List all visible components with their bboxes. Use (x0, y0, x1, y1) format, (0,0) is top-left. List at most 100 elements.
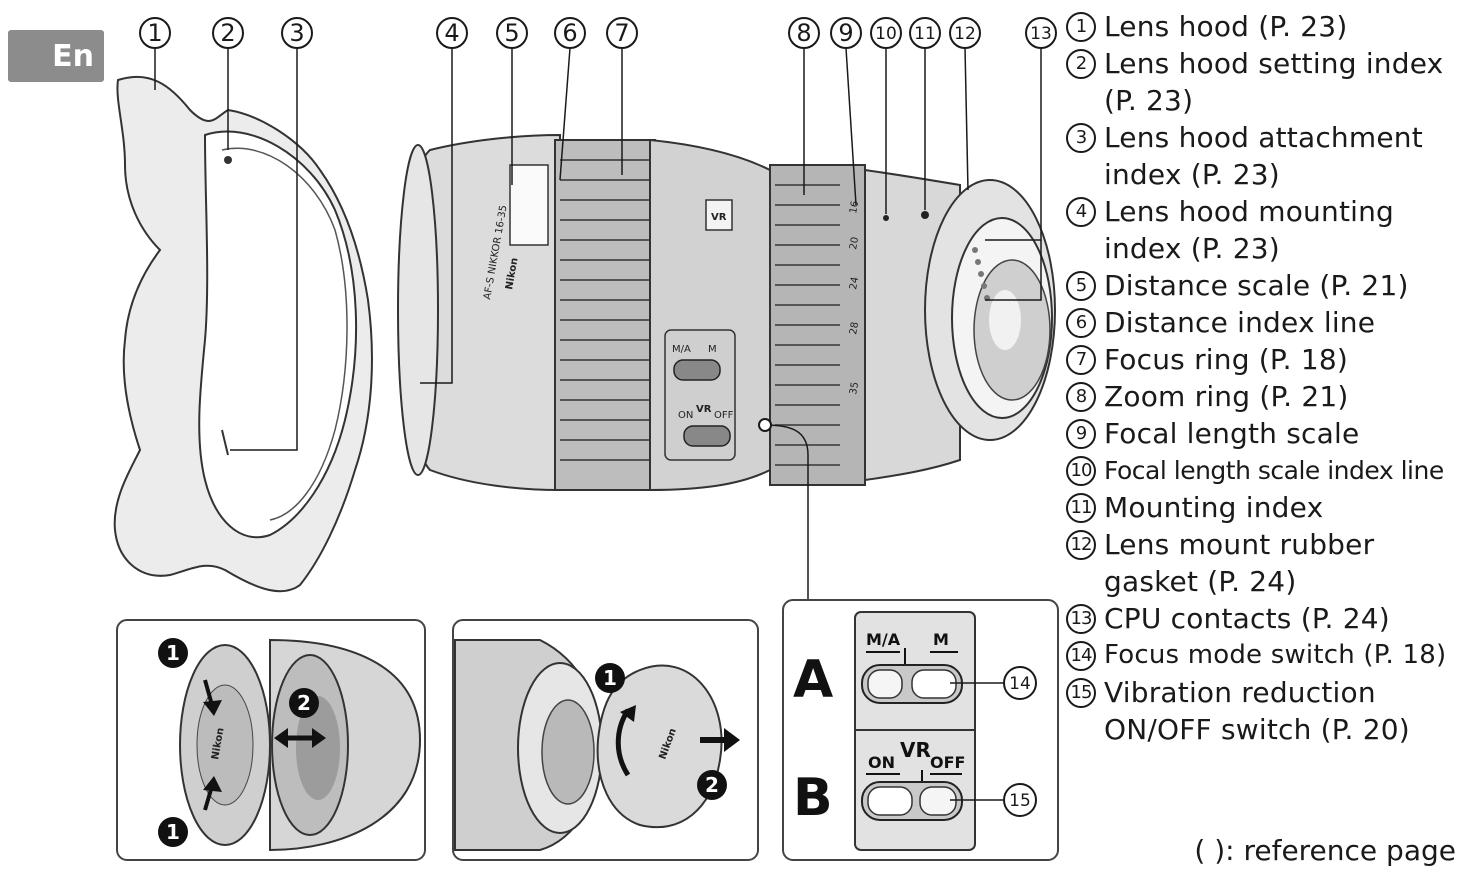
legend-text: CPU contacts (P. 24) (1104, 602, 1390, 635)
callout-3: 3 (281, 17, 313, 49)
svg-text:OFF: OFF (930, 753, 965, 772)
legend-number: 6 (1066, 308, 1096, 338)
legend-number: 13 (1066, 604, 1096, 634)
svg-text:M: M (933, 630, 949, 649)
callout-4: 4 (436, 17, 468, 49)
lens-hood (113, 75, 373, 593)
lens-leaders (420, 47, 1042, 605)
legend-item: 1 Lens hood (P. 23) (1066, 8, 1466, 45)
step-marker-2b: 2 (697, 770, 727, 800)
focal-index-dot (883, 215, 889, 221)
callout-9: 9 (830, 17, 862, 49)
svg-text:1: 1 (166, 641, 180, 665)
callout-6: 6 (554, 17, 586, 49)
svg-text:6: 6 (562, 19, 577, 47)
hood-attachment-index-mark (221, 429, 229, 456)
legend-item: 5 Distance scale (P. 21) (1066, 267, 1466, 304)
switch-detail-panel: A B M/A M VR ON OFF 14 15 (782, 599, 1059, 861)
legend-text: Lens mount rubber gasket (P. 24) (1104, 528, 1375, 598)
mounting-index-dot (921, 211, 929, 219)
legend-number: 7 (1066, 345, 1096, 375)
svg-text:1: 1 (166, 820, 180, 844)
legend-number: 12 (1066, 530, 1096, 560)
svg-text:VR: VR (696, 404, 712, 415)
svg-text:24: 24 (848, 276, 861, 290)
svg-text:ON: ON (678, 410, 693, 421)
svg-text:12: 12 (954, 24, 976, 44)
svg-text:28: 28 (848, 321, 861, 335)
switch-detail-marker (758, 418, 772, 432)
svg-text:M/A: M/A (866, 630, 901, 649)
legend-text: Focus ring (P. 18) (1104, 343, 1348, 376)
svg-text:A: A (793, 650, 833, 710)
callout-11: 11 (909, 17, 941, 49)
legend-number: 3 (1066, 123, 1096, 153)
legend-text: Lens hood (P. 23) (1104, 10, 1348, 43)
legend-text: Lens hood attachment index (P. 23) (1104, 121, 1423, 191)
callout-13: 13 (1025, 17, 1057, 49)
svg-text:1: 1 (603, 666, 617, 690)
svg-text:14: 14 (1009, 674, 1031, 694)
svg-text:3: 3 (289, 19, 304, 47)
legend-number: 15 (1066, 678, 1096, 708)
legend-item: 15 Vibration reduction ON/OFF switch (P. … (1066, 674, 1466, 748)
legend-item: 6 Distance index line (1066, 304, 1466, 341)
legend-text: Vibration reduction ON/OFF switch (P. 20… (1104, 676, 1410, 746)
legend-number: 5 (1066, 271, 1096, 301)
step-marker-2: 2 (289, 688, 319, 718)
callout-12: 12 (949, 17, 981, 49)
svg-text:20: 20 (848, 236, 861, 250)
svg-text:11: 11 (914, 24, 936, 44)
callout-numbers: 1 2 3 4 5 6 7 8 9 10 11 12 13 (139, 17, 1057, 49)
svg-text:B: B (793, 768, 833, 828)
svg-text:35: 35 (848, 381, 861, 395)
legend-text: Focal length scale index line (1104, 456, 1444, 485)
distance-scale-window (509, 164, 549, 246)
hood-leaders (154, 48, 298, 451)
rear-cap-panel: Nikon 1 2 (452, 619, 759, 861)
callout-2: 2 (212, 17, 244, 49)
legend-number: 1 (1066, 12, 1096, 42)
step-marker-1a: 1 (158, 638, 188, 668)
callout-14: 14 (1003, 666, 1037, 700)
svg-text:VR: VR (900, 738, 931, 762)
svg-text:7: 7 (614, 19, 629, 47)
callout-5: 5 (496, 17, 528, 49)
legend-number: 8 (1066, 382, 1096, 412)
legend-number: 9 (1066, 419, 1096, 449)
svg-text:VR: VR (711, 212, 727, 223)
reference-page-note: ( ): reference page (1194, 834, 1456, 867)
legend-item: 3 Lens hood attachment index (P. 23) (1066, 119, 1466, 193)
callout-10: 10 (870, 17, 902, 49)
svg-text:15: 15 (1009, 791, 1031, 811)
svg-text:2: 2 (297, 691, 311, 715)
svg-text:M: M (708, 344, 717, 355)
legend-text: Distance scale (P. 21) (1104, 269, 1409, 302)
callout-15: 15 (1003, 783, 1037, 817)
svg-text:M/A: M/A (672, 344, 691, 355)
svg-text:4: 4 (444, 19, 459, 47)
language-tab: En (8, 30, 104, 82)
lens-body: AF-S NIKKOR 16-35 Nikon VR M/A M ON VR O… (397, 133, 1056, 492)
legend-text: Distance index line (1104, 306, 1376, 339)
svg-text:OFF: OFF (714, 410, 734, 421)
legend-text: Focus mode switch (P. 18) (1104, 640, 1447, 670)
svg-text:ON: ON (868, 753, 895, 772)
callout-1: 1 (139, 17, 171, 49)
svg-text:5: 5 (504, 19, 519, 47)
svg-text:9: 9 (838, 19, 853, 47)
step-marker-1b: 1 (158, 817, 188, 847)
legend-item: 13 CPU contacts (P. 24) (1066, 600, 1466, 637)
legend-number: 2 (1066, 49, 1096, 79)
legend-item: 7 Focus ring (P. 18) (1066, 341, 1466, 378)
rear-cap (596, 664, 723, 829)
legend-item: 12 Lens mount rubber gasket (P. 24) (1066, 526, 1466, 600)
